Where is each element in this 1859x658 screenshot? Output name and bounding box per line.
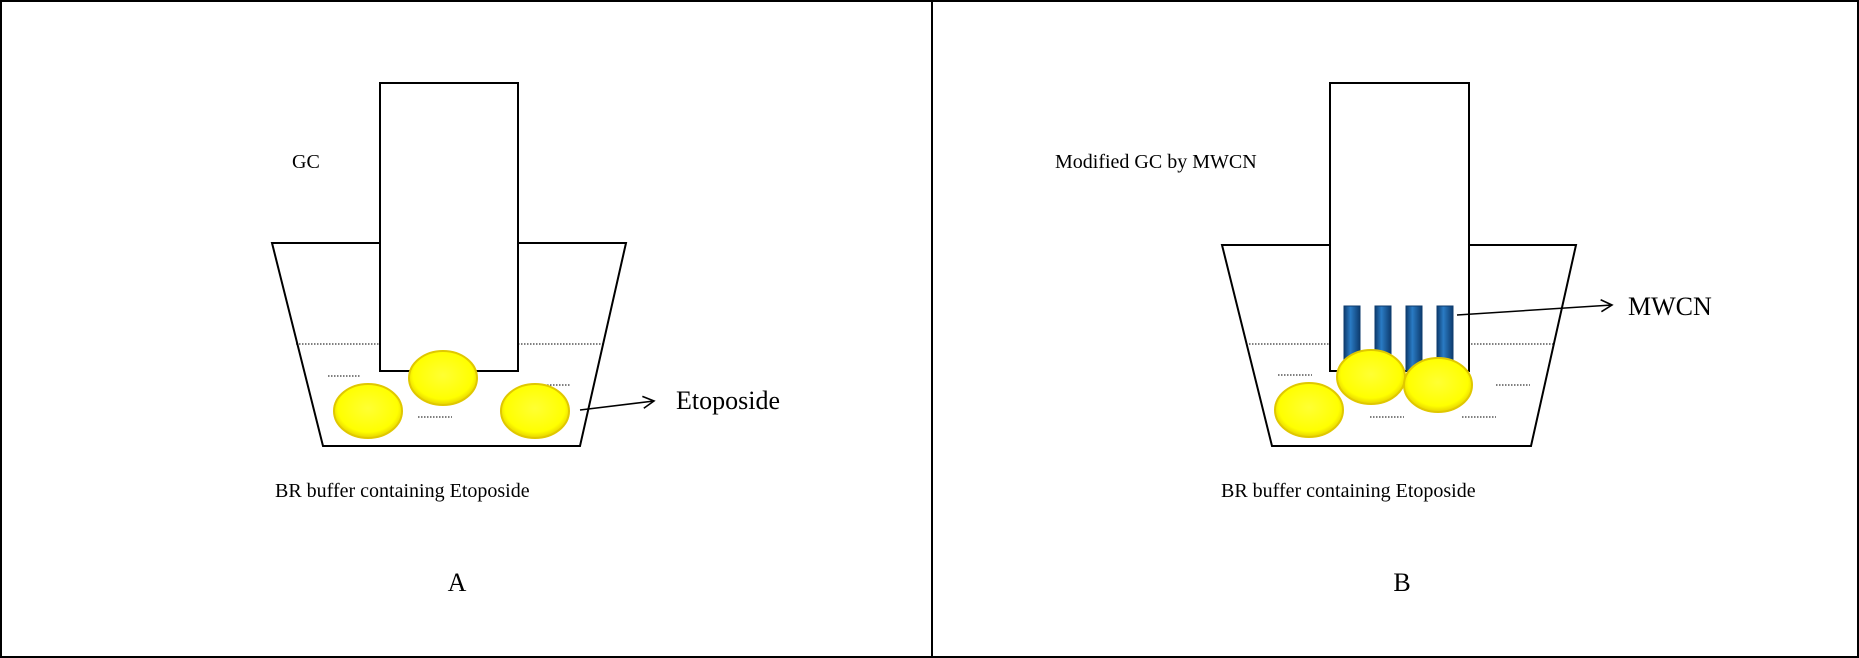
panel-a-letter: A	[448, 568, 467, 597]
panel-b: Modified GC by MWCN MWCN BR buffer conta…	[1055, 82, 1712, 597]
panel-b-etoposide-molecule	[1274, 382, 1344, 438]
panel-a-pointer-label: Etoposide	[676, 386, 780, 415]
panel-b-pointer-label: MWCN	[1628, 292, 1712, 321]
panel-a-caption: BR buffer containing Etoposide	[275, 480, 530, 502]
panel-b-etoposide-molecule	[1403, 357, 1473, 413]
panel-b-pointer-arrow	[1456, 298, 1614, 316]
panel-b-letter: B	[1393, 568, 1410, 597]
panel-a-etoposide-molecule	[333, 383, 403, 439]
panel-a-etoposide-molecule	[408, 350, 478, 406]
panel-b-caption: BR buffer containing Etoposide	[1221, 480, 1476, 502]
panel-a-electrode-label: GC	[292, 151, 320, 173]
panel-b-etoposide-molecule	[1336, 349, 1406, 405]
panel-a-pointer-arrow	[579, 395, 656, 411]
panel-a-etoposide-molecule	[500, 383, 570, 439]
panel-a-gc-electrode	[379, 82, 519, 372]
panel-b-electrode-label: Modified GC by MWCN	[1055, 151, 1257, 173]
panel-a: GC Etoposide BR buffer containing Etopos…	[270, 82, 780, 597]
